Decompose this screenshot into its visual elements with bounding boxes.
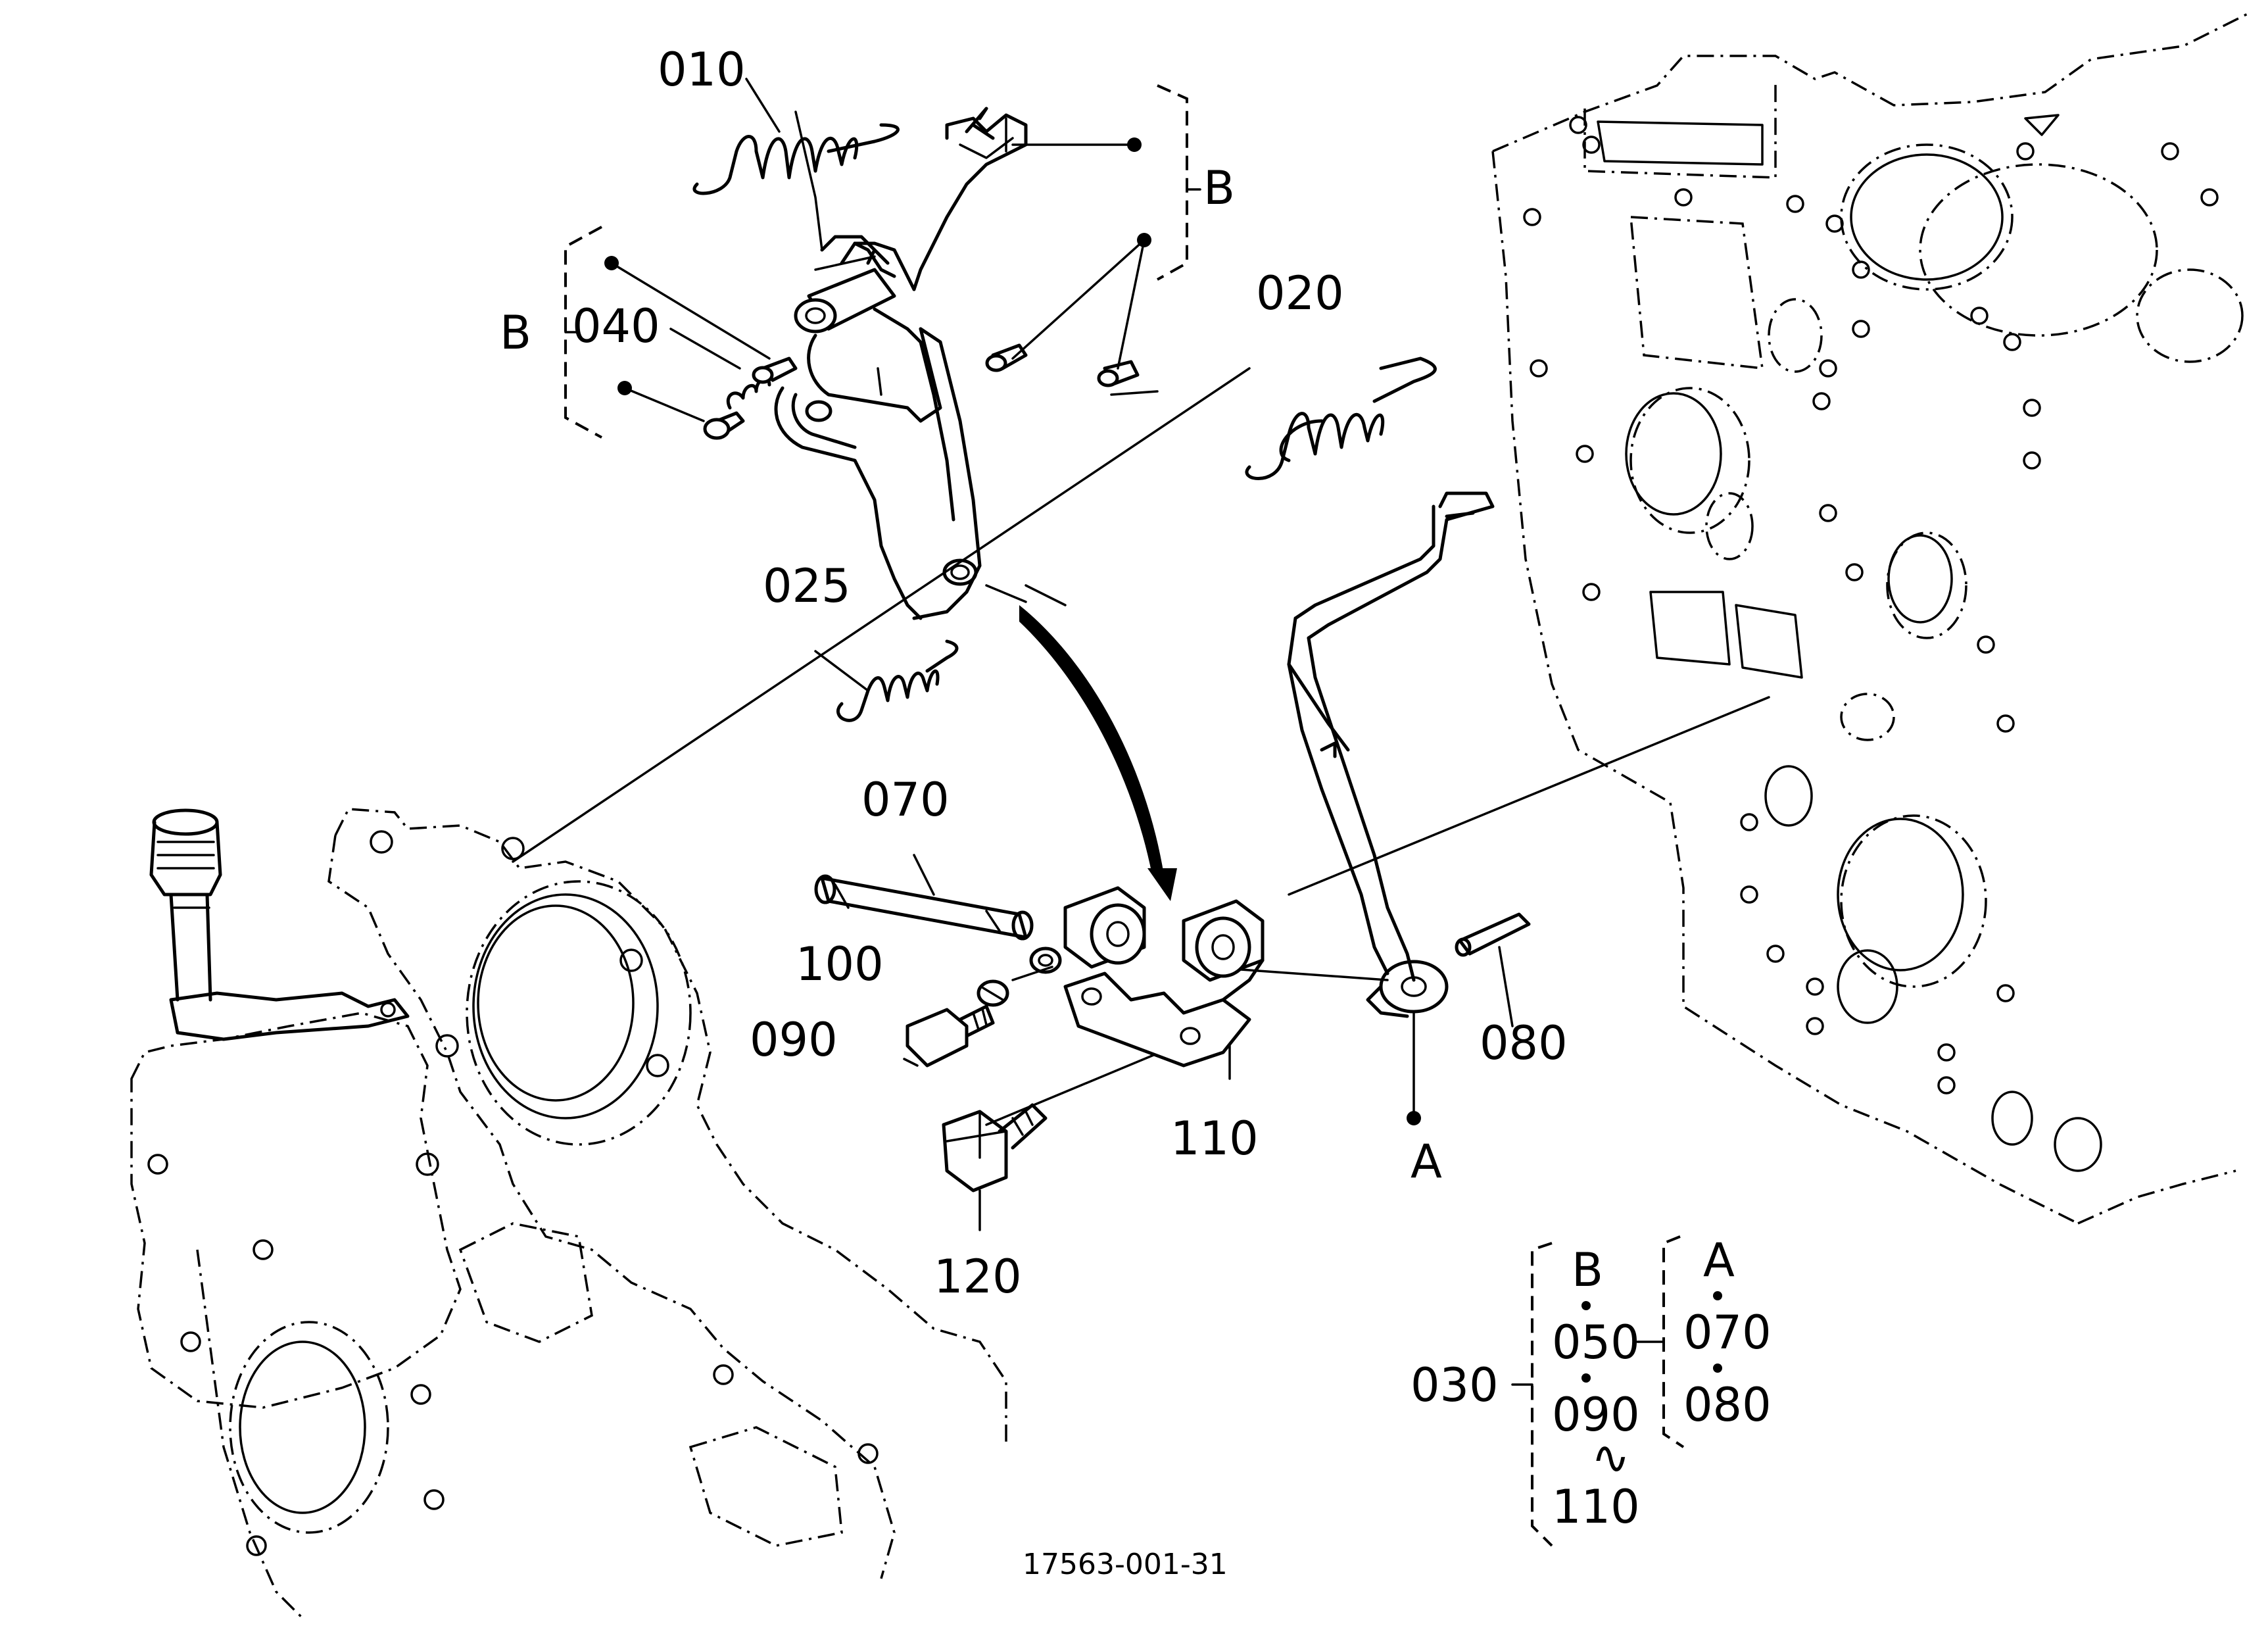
b-group-leaders [604,137,1151,422]
label-090: 090 [750,1013,838,1067]
label-025: 025 [763,559,851,613]
label-040: 040 [572,299,660,353]
part-020-spring [1245,356,1437,480]
b-bracket-right [1157,84,1201,281]
label-b-left: B [500,306,531,360]
label-010: 010 [658,43,746,97]
assembly-arrow [985,584,1177,901]
legend-col2-row3: 080 [1683,1378,1772,1432]
label-b-right: B [1203,161,1235,215]
label-100: 100 [796,937,884,991]
part-090-bolt [905,1004,995,1068]
label-070: 070 [861,773,950,827]
label-080: 080 [1480,1016,1568,1070]
transmission-housing [130,808,1007,1619]
figure-code: 17563-001-31 [1023,1548,1228,1581]
label-020: 020 [1256,266,1344,320]
legend-col1-row2: 050 [1552,1315,1640,1369]
part-025-spring [836,639,959,722]
fork-lever-assembly [774,107,1028,620]
part-100-washer [977,946,1062,1007]
callout-labels: 010 020 025 040 070 080 090 100 110 120 … [500,43,1568,1304]
legend-col1-row1: B [1572,1243,1603,1297]
legend-bracket-1 [1531,1242,1553,1547]
legend-col2-row1: A [1703,1233,1735,1287]
label-120: 120 [934,1250,1022,1304]
legend-col1-row4: 110 [1552,1480,1640,1534]
legend-main-label: 030 [1411,1358,1499,1412]
part-120-bolt [942,1103,1048,1231]
assembly-legend: 030 B 050 090 ∿ 110 A 070 080 [1411,1233,1772,1547]
legend-range-symbol: ∿ [1591,1431,1630,1485]
legend-col1-row3: 090 [1552,1388,1640,1442]
label-leaders [745,78,1231,1080]
part-a-lever [1287,491,1495,1125]
part-010-spring [692,111,900,251]
part-070-pin [814,854,1034,941]
b-bracket-left [564,226,602,439]
part-040-spring-and-pins [703,343,1159,440]
part-110-bracket [1063,886,1265,1068]
legend-col2-row2: 070 [1683,1306,1772,1360]
label-110: 110 [1170,1112,1259,1166]
engine-block [1491,12,2250,1225]
label-a: A [1411,1135,1442,1189]
part-080-pin [1455,912,1531,1027]
legend-bracket-2 [1662,1235,1685,1448]
